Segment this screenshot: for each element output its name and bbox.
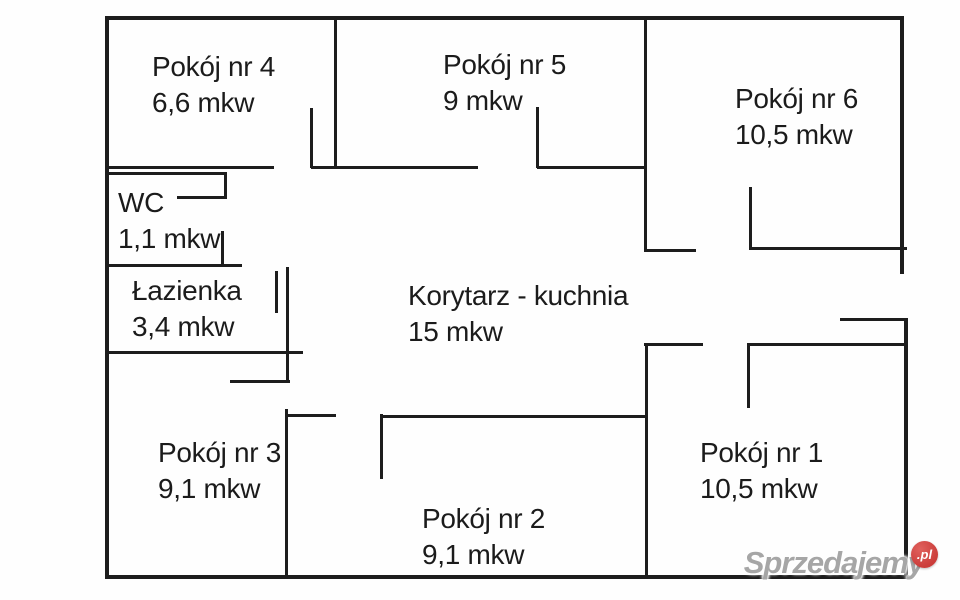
room-label-pokoj-1: Pokój nr 1 10,5 mkw	[700, 435, 823, 507]
wall-segment	[106, 264, 242, 267]
wall-segment	[287, 414, 336, 417]
wall-segment	[106, 16, 903, 20]
room-area: 15 mkw	[408, 316, 503, 347]
wall-segment	[221, 231, 224, 266]
room-name: Korytarz - kuchnia	[408, 280, 629, 311]
wall-segment	[381, 415, 647, 418]
room-area: 1,1 mkw	[118, 223, 221, 254]
room-area: 9 mkw	[443, 85, 523, 116]
wall-segment	[177, 196, 227, 199]
wall-segment	[748, 343, 908, 346]
wall-segment	[536, 107, 539, 168]
watermark-brand-text: Sprzedajemy	[743, 545, 925, 580]
wall-segment	[840, 318, 908, 321]
room-label-pokoj-5: Pokój nr 5 9 mkw	[443, 47, 566, 119]
watermark-pl-badge: .pl	[911, 541, 938, 568]
wall-segment	[537, 166, 646, 169]
room-name: Łazienka	[132, 275, 242, 306]
wall-segment	[380, 414, 383, 479]
wall-segment	[900, 16, 904, 274]
wall-segment	[105, 575, 911, 579]
wall-segment	[106, 166, 274, 169]
room-name: Pokój nr 1	[700, 437, 824, 468]
room-name: Pokój nr 4	[152, 51, 276, 82]
wall-segment	[644, 249, 696, 252]
wall-segment	[334, 18, 337, 168]
wall-segment	[275, 271, 278, 313]
wall-segment	[904, 318, 908, 578]
room-name: Pokój nr 3	[158, 437, 282, 468]
room-name: WC	[118, 187, 165, 218]
wall-segment	[224, 172, 227, 198]
wall-segment	[105, 16, 109, 579]
room-name: Pokój nr 5	[443, 49, 567, 80]
wall-segment	[749, 187, 752, 249]
room-label-pokoj-2: Pokój nr 2 9,1 mkw	[422, 501, 545, 573]
wall-segment	[285, 409, 288, 577]
room-area: 3,4 mkw	[132, 311, 235, 342]
wall-segment	[230, 380, 290, 383]
wall-segment	[106, 351, 303, 354]
wall-segment	[108, 172, 227, 175]
room-label-pokoj-6: Pokój nr 6 10,5 mkw	[735, 81, 858, 153]
wall-segment	[747, 343, 750, 408]
room-label-pokoj-4: Pokój nr 4 6,6 mkw	[152, 49, 275, 121]
room-area: 6,6 mkw	[152, 87, 255, 118]
room-name: Pokój nr 2	[422, 503, 546, 534]
wall-segment	[286, 267, 289, 383]
wall-segment	[310, 108, 313, 168]
room-label-wc: WC 1,1 mkw	[118, 185, 220, 257]
room-area: 9,1 mkw	[422, 539, 525, 570]
wall-segment	[749, 247, 907, 250]
wall-segment	[644, 18, 647, 252]
room-area: 10,5 mkw	[735, 119, 853, 150]
room-label-pokoj-3: Pokój nr 3 9,1 mkw	[158, 435, 281, 507]
wall-segment	[311, 166, 478, 169]
room-name: Pokój nr 6	[735, 83, 859, 114]
wall-segment	[644, 343, 703, 346]
wall-segment	[645, 343, 648, 577]
room-label-lazienka: Łazienka 3,4 mkw	[132, 273, 242, 345]
room-area: 10,5 mkw	[700, 473, 818, 504]
room-area: 9,1 mkw	[158, 473, 261, 504]
room-label-korytarz-kuchnia: Korytarz - kuchnia 15 mkw	[408, 278, 629, 350]
watermark: Sprzedajemy .pl	[743, 541, 938, 581]
